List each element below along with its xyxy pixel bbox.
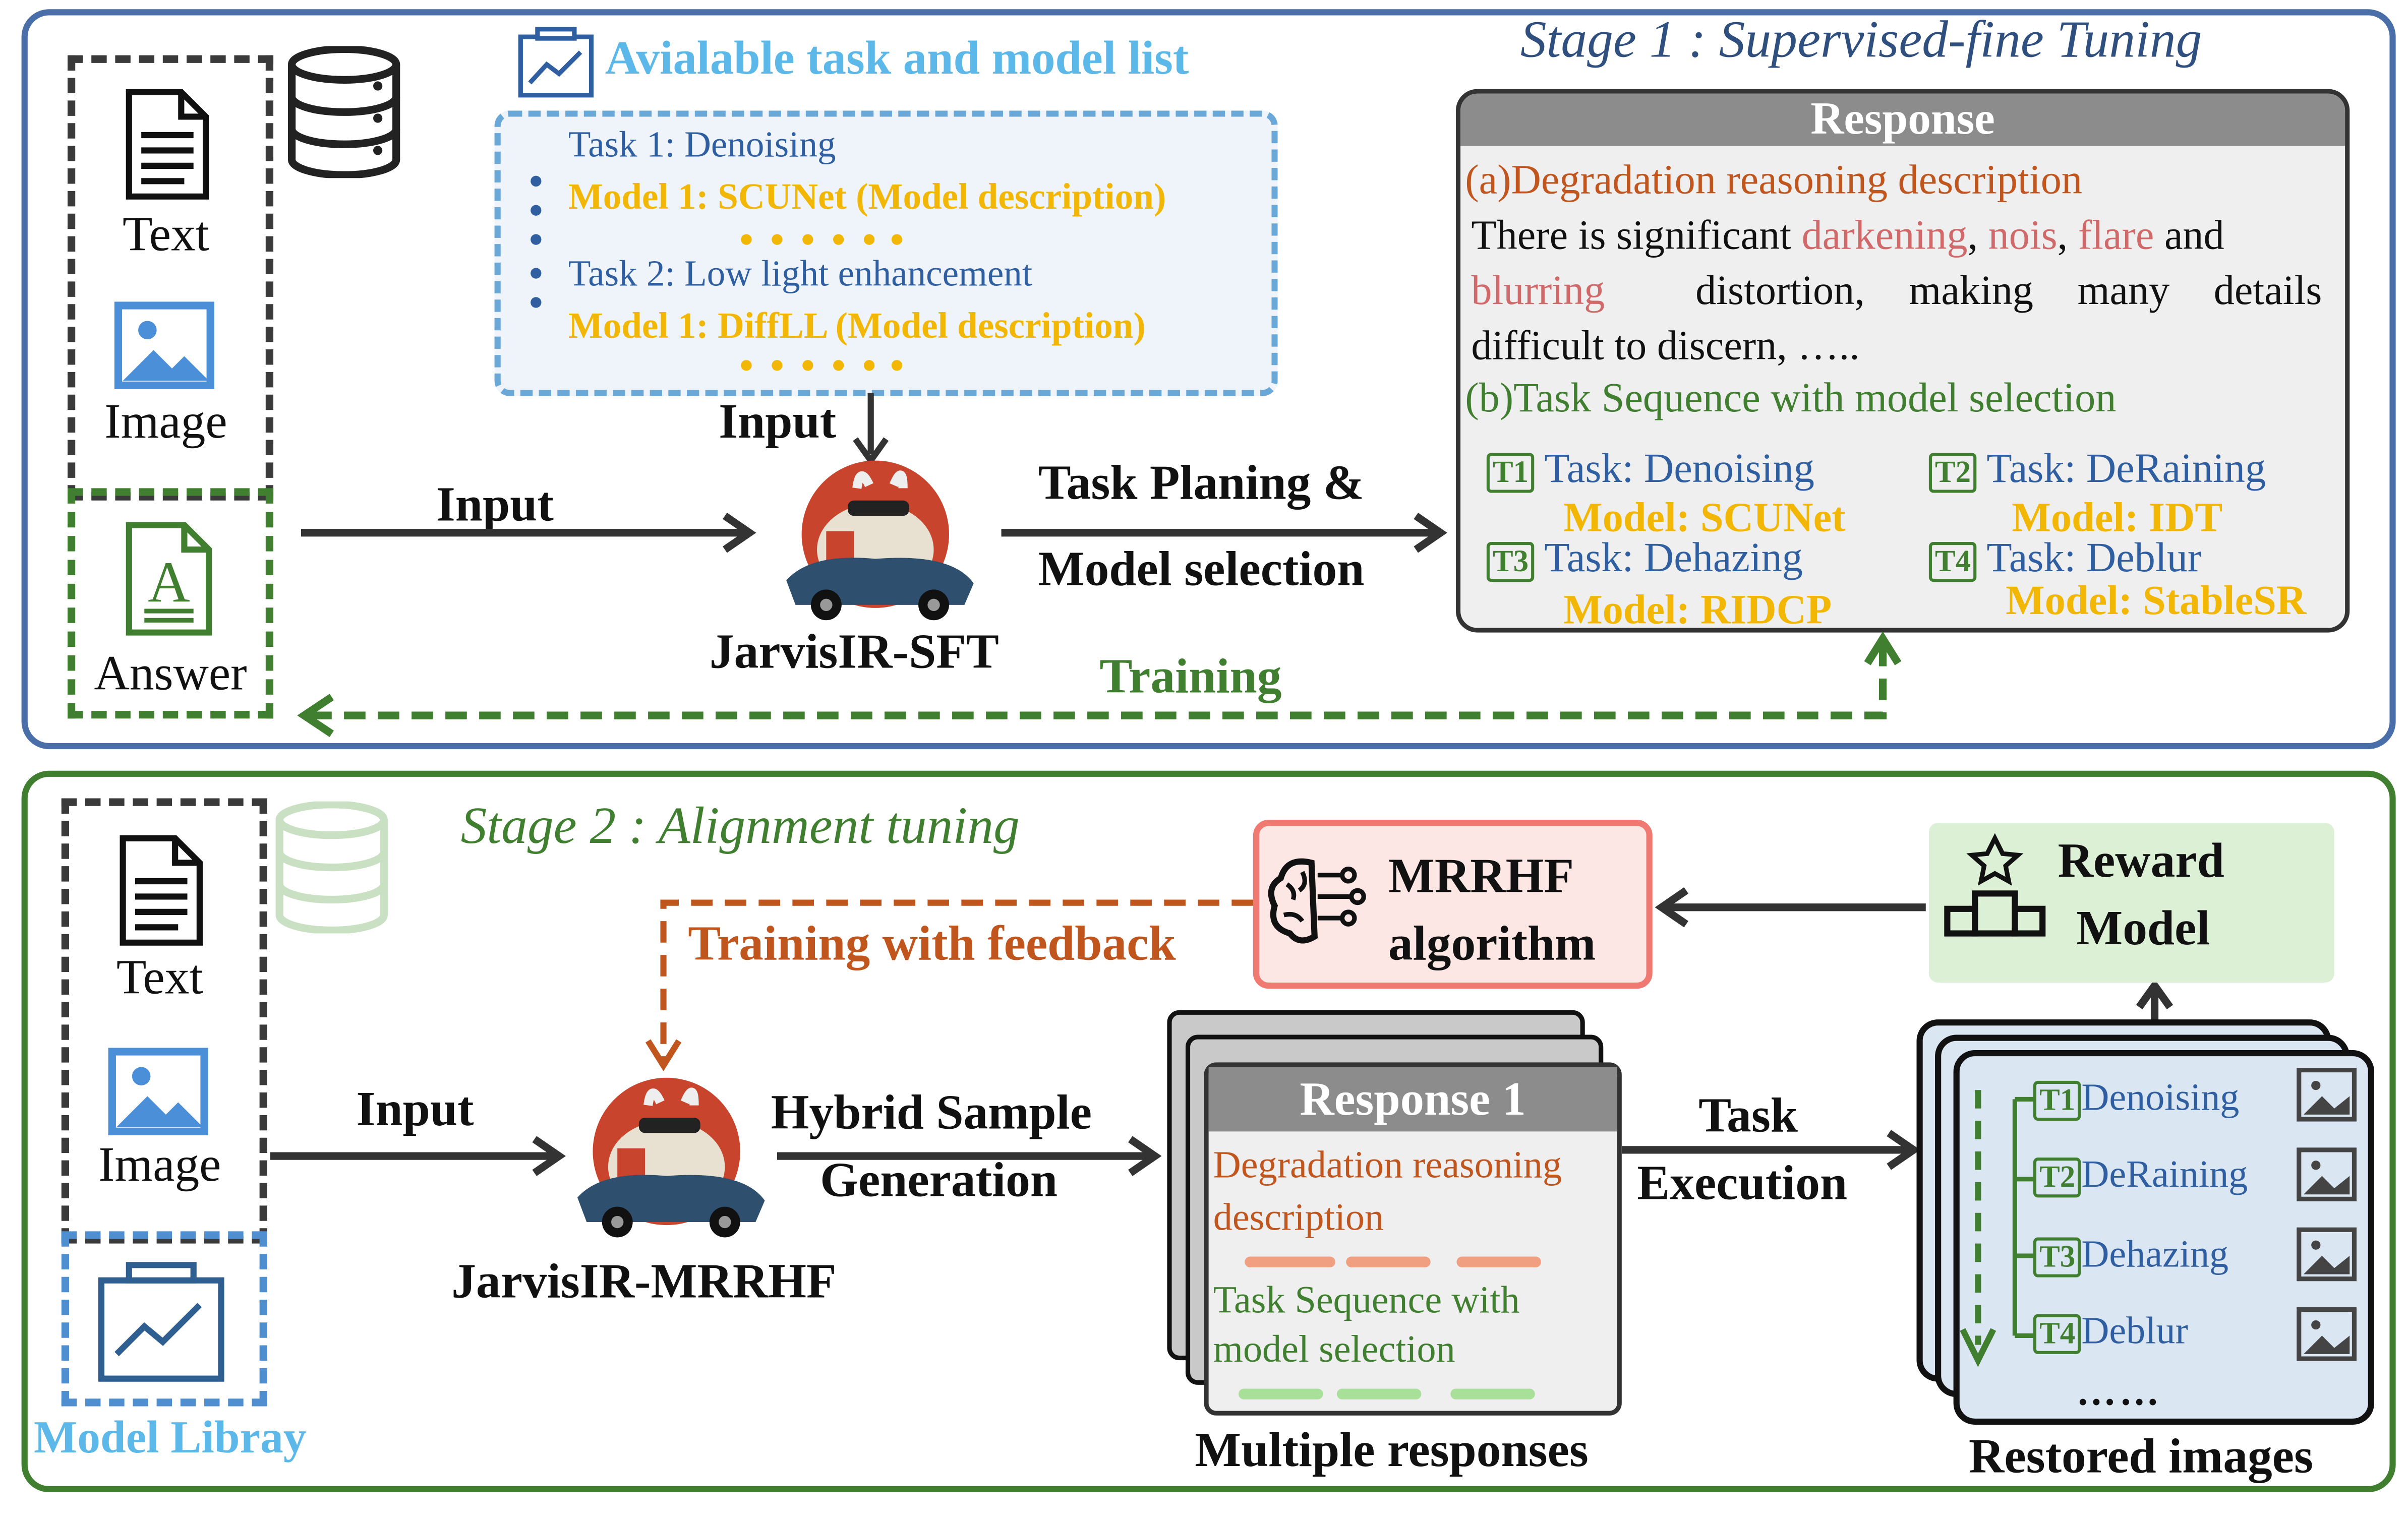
input-top-label: Input xyxy=(719,393,837,449)
task2-line: Task 2: Low light enhancement xyxy=(568,255,1033,295)
execution-label-1: Task xyxy=(1698,1087,1798,1142)
sequence-section-title: (b)Task Sequence with model selection xyxy=(1465,375,2117,421)
text-document-icon xyxy=(126,89,209,200)
response1-desc-2: description xyxy=(1213,1197,1384,1239)
faded-database-icon xyxy=(275,801,388,934)
stage1-title: Stage 1 : Supervised-fine Tuning xyxy=(1520,12,2202,70)
podium-trophy-icon xyxy=(1944,833,2046,937)
stage2-library-box xyxy=(61,1231,267,1407)
stage2-image-label: Image xyxy=(98,1136,221,1192)
image-icon xyxy=(114,301,214,389)
model-library-icon xyxy=(98,1262,224,1382)
arrow-hybrid-to-responses xyxy=(777,1136,1162,1176)
response1-seq-2: model selection xyxy=(1213,1329,1455,1371)
response-task-t4: T4 Task: Deblur xyxy=(1928,534,2201,582)
hybrid-label-1: Hybrid Sample xyxy=(771,1083,1092,1139)
stage1-input-box xyxy=(67,55,274,501)
planning-label-1: Task Planing & xyxy=(1038,454,1364,510)
response-task-t2: T2 Task: DeRaining xyxy=(1928,445,2266,493)
response-model-t4: Model: StableSR xyxy=(2006,577,2307,624)
stage1-panel xyxy=(21,9,2396,750)
task-list-box xyxy=(494,110,1278,396)
multiple-responses-label: Multiple responses xyxy=(1195,1421,1589,1477)
jarvis-mrrhf-mascot-icon xyxy=(577,1077,765,1238)
stage2-title: Stage 2 : Alignment tuning xyxy=(460,798,1020,856)
brain-icon xyxy=(1268,858,1366,944)
jarvis-mascot-icon xyxy=(786,460,974,621)
stage2-input-label: Input xyxy=(356,1080,474,1136)
response1-header: Response 1 xyxy=(1208,1067,1617,1132)
restored-card-front xyxy=(1953,1050,2375,1425)
planning-label-2: Model selection xyxy=(1038,540,1365,596)
model-library-label: Model Libray xyxy=(33,1412,307,1464)
reward-label-2: Model xyxy=(2076,899,2210,955)
response-task-t1: T1 Task: Denoising xyxy=(1486,445,1814,493)
svg-text:A: A xyxy=(148,551,190,615)
jarvis-mrrhf-label: JarvisIR-MRRHF xyxy=(451,1252,837,1308)
arrow-execution-to-restored xyxy=(1621,1130,1920,1170)
database-icon xyxy=(287,46,400,178)
hybrid-label-2: Generation xyxy=(820,1151,1058,1207)
response-header: Response xyxy=(1460,93,2345,146)
stage2-arrow-input xyxy=(270,1136,566,1176)
stage2-image-icon xyxy=(108,1048,208,1135)
stage1-answer-label: Answer xyxy=(94,645,247,700)
stage1-image-label: Image xyxy=(104,393,227,449)
feedback-label: Training with feedback xyxy=(688,915,1176,970)
response-model-t2: Model: IDT xyxy=(2012,494,2223,540)
stage1-response-box: Response xyxy=(1455,89,2350,633)
training-label: Training xyxy=(1099,648,1282,703)
mrrhf-box xyxy=(1253,820,1653,989)
response-model-t3: Model: RIDCP xyxy=(1563,586,1832,633)
restored-images-label: Restored images xyxy=(1969,1428,2313,1483)
training-loop-arrow xyxy=(297,631,1902,737)
input-left-label: Input xyxy=(436,476,554,531)
arrow-reward-to-mrrhf xyxy=(1655,887,1926,928)
restored-ellipsis: …… xyxy=(2076,1369,2162,1414)
response-task-t3: T3 Task: Dehazing xyxy=(1486,534,1803,582)
answer-document-icon: A xyxy=(126,522,212,636)
stage2-panel xyxy=(21,770,2396,1493)
mrrhf-label-1: MRRHF xyxy=(1388,847,1574,903)
reward-label-1: Reward xyxy=(2058,832,2224,888)
list-dots-decoration xyxy=(531,175,903,371)
chart-icon xyxy=(518,27,594,98)
desc-placeholder-bars xyxy=(1245,1256,1541,1267)
mrrhf-label-2: algorithm xyxy=(1388,915,1596,970)
arrow-planning-to-response xyxy=(1001,512,1447,553)
seq-placeholder-bars xyxy=(1239,1388,1535,1399)
reward-model-box xyxy=(1928,823,2334,983)
restored-thumbnail-icons xyxy=(2297,1067,2357,1361)
stage1-text-label: Text xyxy=(123,206,209,261)
feedback-arrow xyxy=(645,899,1253,1071)
reasoning-line-3: difficult to discern, ….. xyxy=(1471,322,1860,369)
response1-seq-1: Task Sequence with xyxy=(1213,1280,1520,1322)
stage1-answer-box xyxy=(67,488,274,719)
restored-tree-lines xyxy=(1960,1090,2033,1367)
reasoning-line-1: There is significant darkening, nois, fl… xyxy=(1471,212,2224,258)
stage2-text-label: Text xyxy=(116,948,203,1004)
model2-line: Model 1: DiffLL (Model description) xyxy=(568,307,1146,347)
execution-label-2: Execution xyxy=(1637,1154,1848,1210)
stage2-text-document-icon xyxy=(120,835,203,946)
task1-line: Task 1: Denoising xyxy=(568,126,836,166)
response1-desc-1: Degradation reasoning xyxy=(1213,1145,1562,1187)
stage2-input-box xyxy=(61,798,267,1244)
response-model-t1: Model: SCUNet xyxy=(1563,494,1846,540)
task-list-title: Avialable task and model list xyxy=(605,30,1189,85)
arrow-input-to-model xyxy=(301,512,756,553)
model1-line: Model 1: SCUNet (Model description) xyxy=(568,178,1166,218)
jarvis-sft-label: JarvisIR-SFT xyxy=(709,623,999,679)
degradation-section-title: (a)Degradation reasoning description xyxy=(1465,156,2082,203)
arrow-down-to-model xyxy=(853,393,889,466)
